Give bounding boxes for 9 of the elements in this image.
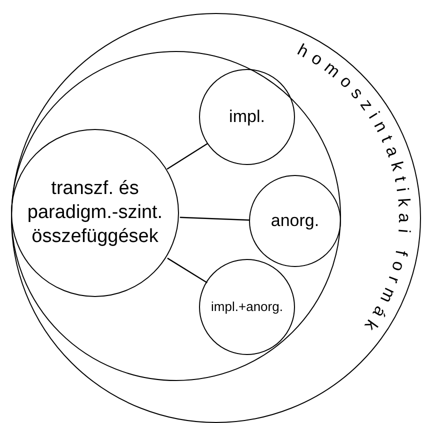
node-label: impl. (228, 106, 266, 128)
connector-line (180, 216, 250, 221)
connector-line (167, 258, 208, 284)
circle-node (11, 129, 179, 297)
circle-node (199, 69, 295, 165)
node-label: impl.+anorg. (210, 298, 284, 316)
connector-line (166, 143, 208, 170)
circle-node (199, 259, 295, 355)
node-label: transzf. és paradigm.-szint. összefüggések (26, 177, 164, 249)
